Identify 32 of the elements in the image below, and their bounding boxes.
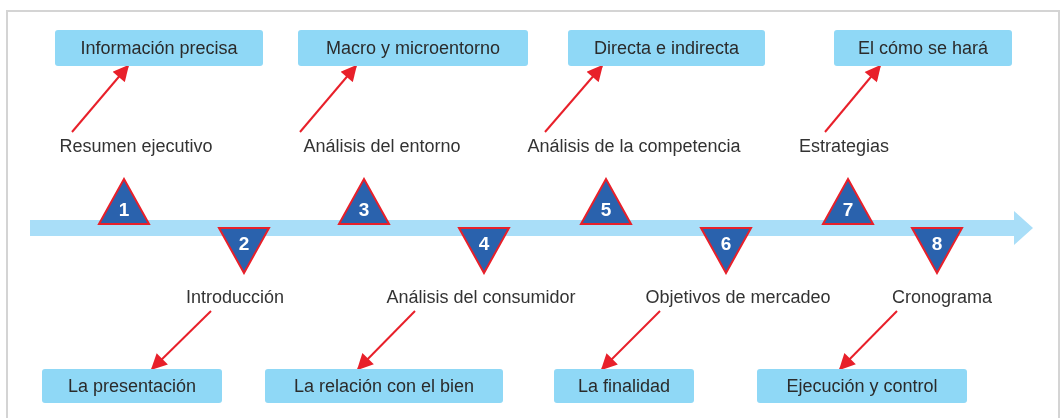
arrow [150,310,212,371]
step-label: Resumen ejecutivo [38,132,234,160]
number-triangle: 6 [699,226,753,275]
step-label: Introducción [168,283,302,311]
number-triangle: 1 [97,177,151,226]
number-triangle: 2 [217,226,271,275]
arrow [299,64,358,133]
topic-box: La presentación [42,369,222,403]
step-label: Cronograma [875,283,1009,311]
step-label: Análisis de la competencia [498,132,770,160]
arrow [71,64,130,133]
arrow [356,310,416,371]
step-label: Estrategias [786,132,902,160]
step-label: Análisis del consumidor [359,283,603,311]
topic-box: La finalidad [554,369,694,403]
number-triangle: 8 [910,226,964,275]
number-triangle: 4 [457,226,511,275]
number-triangle: 3 [337,177,391,226]
number-triangle: 5 [579,177,633,226]
step-label: Análisis del entorno [280,132,484,160]
arrow [600,310,661,371]
topic-box: Información precisa [55,30,263,66]
topic-box: Macro y microentorno [298,30,528,66]
arrow [824,64,881,133]
topic-box: El cómo se hará [834,30,1012,66]
number-triangle: 7 [821,177,875,226]
topic-box: Ejecución y control [757,369,967,403]
arrow [544,64,604,133]
arrow [838,310,898,371]
topic-box: Directa e indirecta [568,30,765,66]
step-label: Objetivos de mercadeo [618,283,858,311]
topic-box: La relación con el bien [265,369,503,403]
